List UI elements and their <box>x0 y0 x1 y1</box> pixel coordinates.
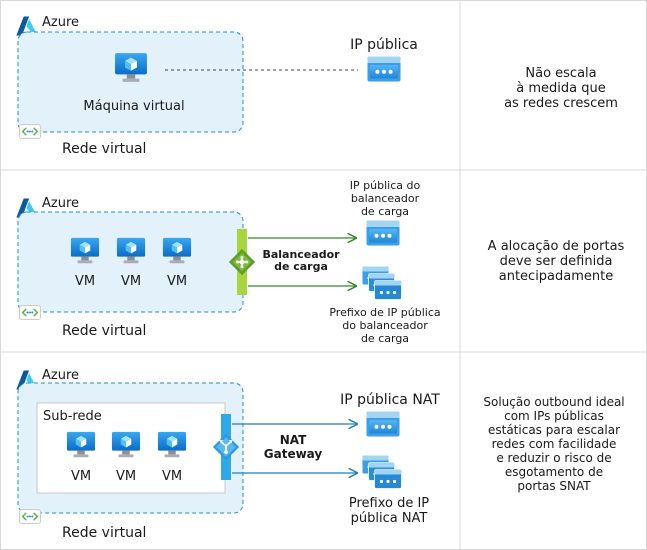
public-ip-icon <box>366 411 400 437</box>
azure-label: Azure <box>42 15 79 30</box>
panel-public-ip: Azure Máquina virtual Rede virtual IP pú… <box>16 15 618 157</box>
public-ip-prefix-icon <box>362 455 402 489</box>
lb-prefix-label: de carga <box>361 332 409 345</box>
vm-label: VM <box>71 469 91 484</box>
public-ip-icon <box>366 220 400 246</box>
panel-load-balancer: Azure VM VM VM Rede virtual Balanceador … <box>16 179 625 345</box>
vnet-label: Rede virtual <box>62 141 146 157</box>
subnet-label: Sub-rede <box>43 409 102 424</box>
svg-text:redes com facilidade: redes com facilidade <box>492 437 617 451</box>
nat-gateway-label: Gateway <box>264 447 323 461</box>
nat-public-ip-label: IP pública NAT <box>340 392 440 408</box>
svg-text:antecipadamente: antecipadamente <box>499 269 614 284</box>
svg-text:Solução outbound ideal: Solução outbound ideal <box>483 395 624 409</box>
lb-public-ip-label: de carga <box>361 205 409 218</box>
virtual-network-box <box>17 31 244 133</box>
nat-gateway-label: NAT <box>280 433 307 447</box>
vnet-label: Rede virtual <box>62 525 146 541</box>
azure-label: Azure <box>42 196 79 211</box>
lb-prefix-label: do balanceador <box>342 319 428 332</box>
lb-public-ip-label: balanceador <box>351 192 420 205</box>
svg-text:à medida que: à medida que <box>516 81 605 96</box>
nat-prefix-label: Prefixo de IP <box>349 496 429 511</box>
svg-text:deve ser definida: deve ser definida <box>500 254 613 269</box>
public-ip-icon <box>367 56 401 82</box>
svg-text:A alocação de portas: A alocação de portas <box>488 239 625 254</box>
public-ip-prefix-icon <box>362 266 402 300</box>
vm-label: VM <box>116 469 136 484</box>
virtual-network-icon <box>19 509 41 524</box>
nat-prefix-label: pública NAT <box>351 511 428 526</box>
panel-note: A alocação de portas deve ser definida a… <box>488 239 625 284</box>
svg-text:as redes crescem: as redes crescem <box>504 96 618 111</box>
lb-prefix-label: Prefixo de IP pública <box>329 306 440 319</box>
azure-label: Azure <box>42 368 79 383</box>
load-balancer-label: Balanceador <box>262 248 340 261</box>
virtual-network-icon <box>19 124 41 139</box>
svg-text:estáticas para escalar: estáticas para escalar <box>488 423 620 437</box>
panel-nat-gateway: Azure Sub-rede VM VM VM Rede virtual NAT… <box>16 368 625 541</box>
panel-note: Não escala à medida que as redes crescem <box>504 66 618 111</box>
vm-label: VM <box>162 469 182 484</box>
svg-text:portas SNAT: portas SNAT <box>517 479 591 493</box>
svg-text:esgotamento de: esgotamento de <box>505 465 603 479</box>
panel-note: Solução outbound ideal com IPs públicas … <box>483 395 624 493</box>
lb-public-ip-label: IP pública do <box>350 179 421 192</box>
virtual-network-icon <box>19 305 41 320</box>
vm-label: VM <box>167 274 187 289</box>
svg-text:com IPs públicas: com IPs públicas <box>504 409 604 423</box>
vnet-label: Rede virtual <box>62 323 146 339</box>
vm-label: VM <box>75 274 95 289</box>
public-ip-label: IP pública <box>350 37 418 53</box>
vm-label: Máquina virtual <box>83 99 184 114</box>
svg-text:Não escala: Não escala <box>525 66 596 81</box>
load-balancer-label: de carga <box>274 260 328 273</box>
vm-label: VM <box>121 274 141 289</box>
svg-text:e reduzir o risco de: e reduzir o risco de <box>496 451 611 465</box>
